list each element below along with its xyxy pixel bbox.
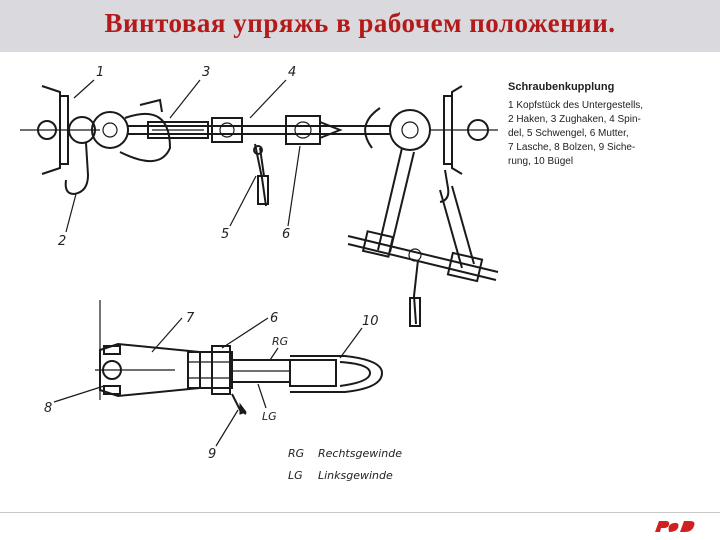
label-10: 10 (362, 314, 379, 329)
rzd-logo (655, 521, 695, 532)
slide-title: Винтовая упряжь в рабочем положении. (104, 8, 616, 38)
footer-divider (0, 512, 720, 513)
label-8: 8 (44, 401, 52, 416)
label-5: 5 (221, 227, 229, 242)
legend-text: 1 Kopfstück des Untergestells, 2 Haken, … (508, 100, 644, 167)
label-3: 3 (202, 65, 210, 80)
lower-coupling-detail (95, 300, 384, 415)
label-9: 9 (208, 447, 216, 462)
thread-legend: RG Rechtsgewinde LG Linksgewinde (288, 447, 402, 482)
label-4: 4 (288, 65, 296, 80)
label-2: 2 (58, 234, 66, 249)
label-rg: RG (272, 335, 288, 348)
label-7: 7 (186, 311, 195, 326)
parts-legend: Schraubenkupplung 1 Kopfstück des Unterg… (508, 80, 708, 169)
label-1: 1 (96, 65, 104, 80)
label-6-lower: 6 (270, 311, 278, 326)
thread-lg-text: Linksgewinde (318, 469, 393, 482)
label-6: 6 (282, 227, 290, 242)
screw-coupling-diagram: 1 2 3 4 5 6 7 6 10 8 9 RG LG RG Rechtsge… (20, 65, 499, 482)
label-lg: LG (262, 410, 277, 423)
thread-lg-abbr: LG (288, 469, 303, 482)
thread-rg-abbr: RG (288, 447, 304, 460)
legend-heading: Schraubenkupplung (508, 81, 615, 93)
part-labels: 1 2 3 4 5 6 7 6 10 8 9 RG LG (44, 65, 379, 462)
thread-rg-text: Rechtsgewinde (318, 447, 402, 460)
upper-coupling-drawing (20, 85, 499, 327)
title-bar (0, 0, 720, 52)
